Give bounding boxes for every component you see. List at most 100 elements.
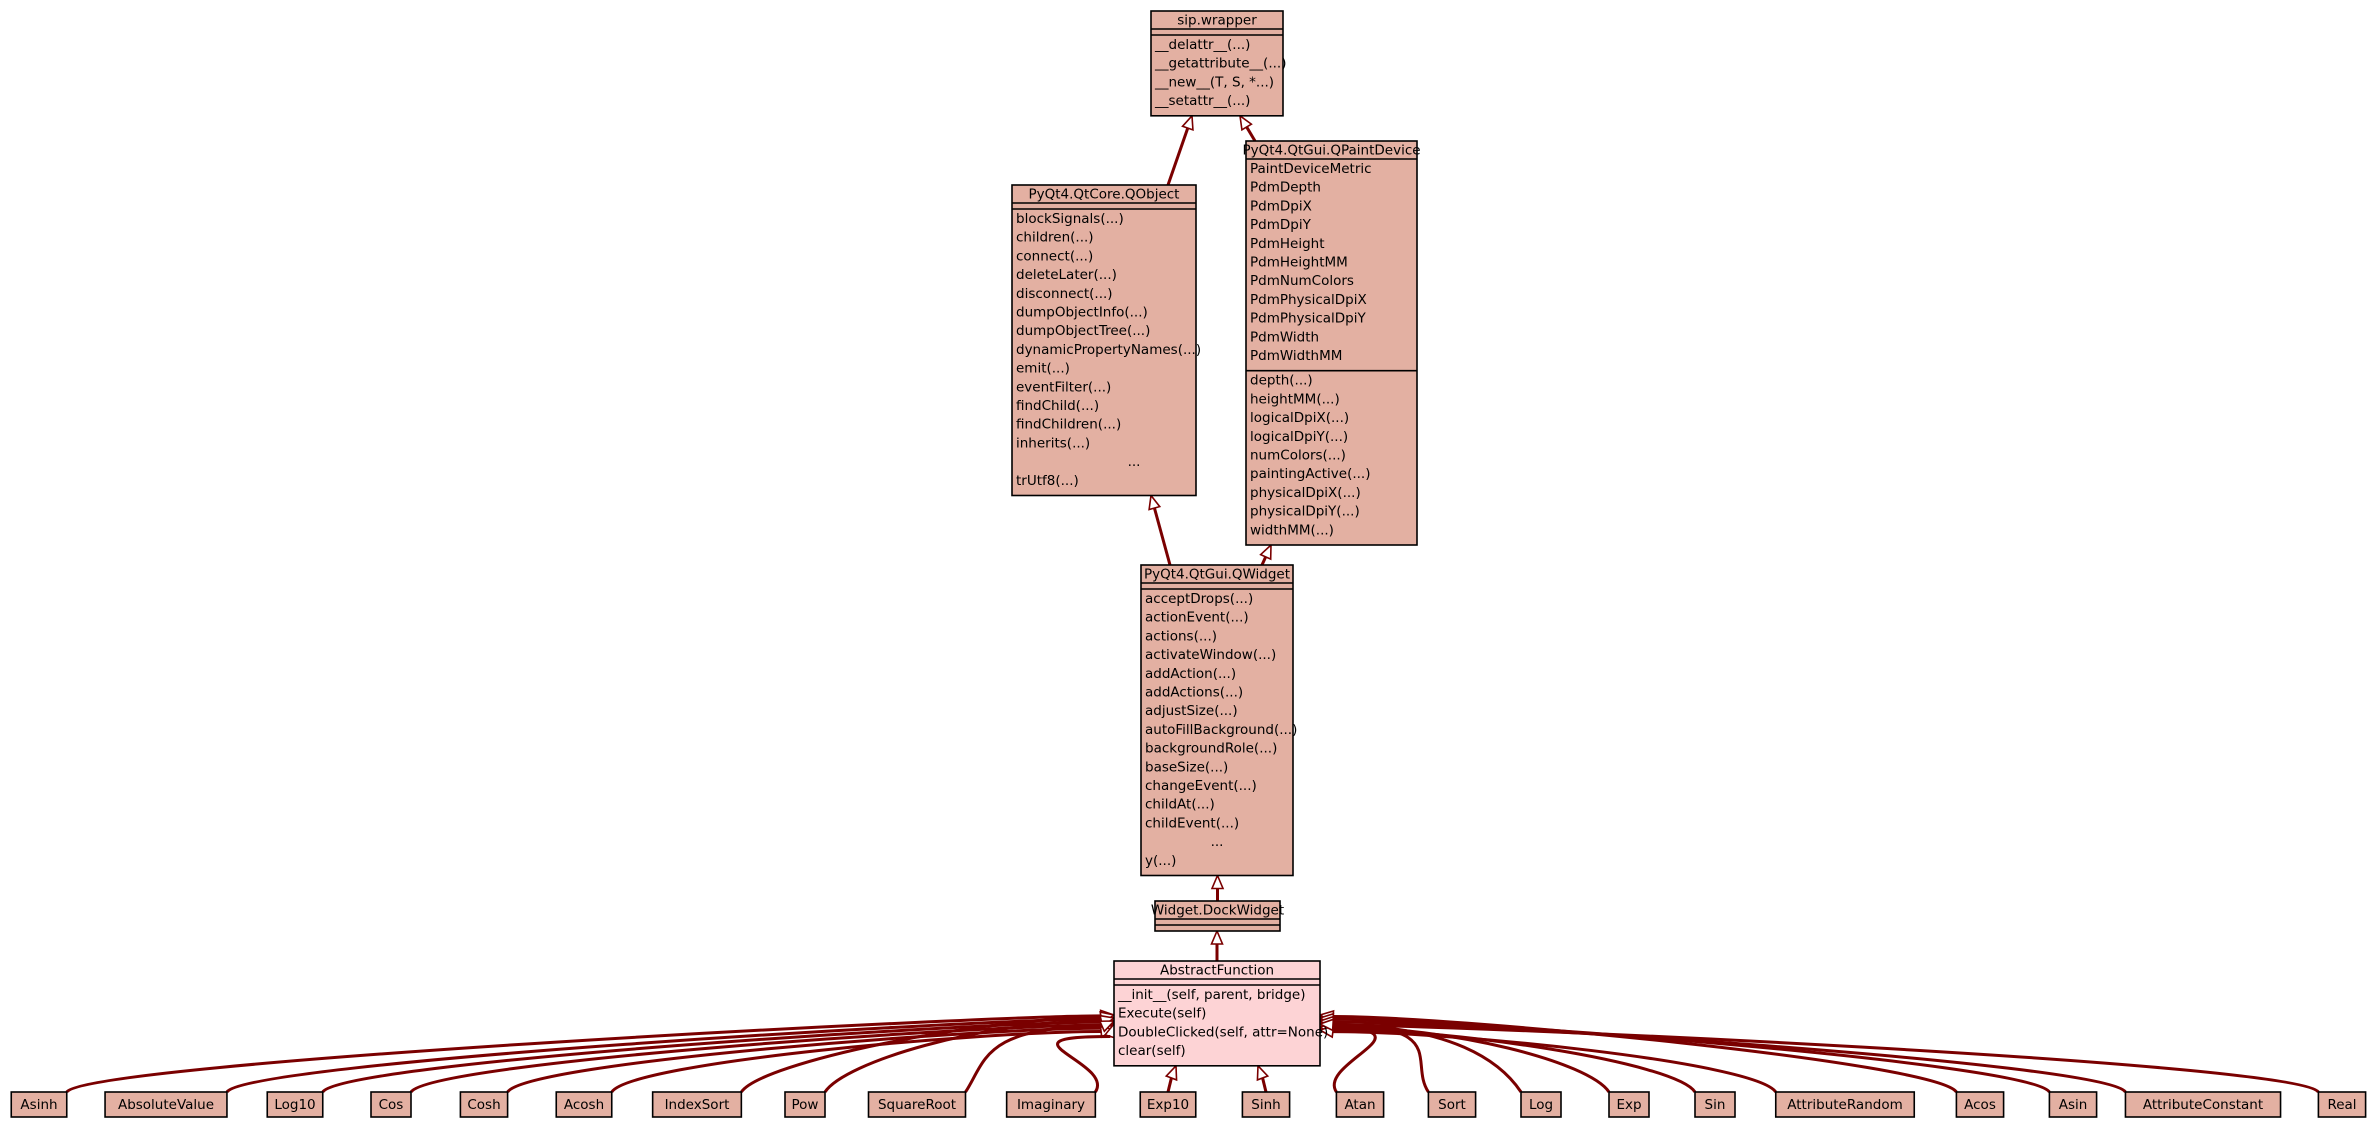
class-name: sip.wrapper <box>1177 13 1257 29</box>
class-method: actionEvent(...) <box>1145 610 1249 626</box>
class-method: addAction(...) <box>1145 666 1236 682</box>
subclass-name: Exp10 <box>1147 1097 1189 1113</box>
class-attribute: PdmWidthMM <box>1250 348 1342 364</box>
class-method: dynamicPropertyNames(...) <box>1016 342 1201 358</box>
class-method: __delattr__(...) <box>1154 37 1250 53</box>
class-attribute: PdmPhysicalDpiY <box>1250 311 1366 327</box>
subclass-box-cosh: Cosh <box>459 1091 509 1118</box>
inheritance-arrowhead <box>1210 928 1224 945</box>
subclass-box-squareroot: SquareRoot <box>867 1091 967 1118</box>
subclass-box-real: Real <box>2317 1091 2367 1118</box>
class-attribute: PdmWidth <box>1250 329 1319 345</box>
edge-qwidget-to-qobject <box>1148 493 1172 566</box>
class-box-dockwidget: Widget.DockWidget <box>1151 900 1284 932</box>
class-method: baseSize(...) <box>1145 759 1228 775</box>
subclass-box-log10: Log10 <box>266 1091 324 1118</box>
ellipsis: ... <box>1211 834 1224 850</box>
class-attribute: PdmPhysicalDpiX <box>1250 292 1367 308</box>
class-method: __new__(T, S, *...) <box>1154 74 1274 90</box>
subclass-box-exp: Exp <box>1608 1091 1650 1118</box>
class-name: PyQt4.QtGui.QPaintDevice <box>1242 143 1420 159</box>
class-method: addActions(...) <box>1145 685 1243 701</box>
edge-sinh-to-abstractfunction <box>1256 1063 1270 1093</box>
subclass-name: Exp <box>1616 1097 1641 1113</box>
class-method: physicalDpiX(...) <box>1250 485 1361 501</box>
class-method: eventFilter(...) <box>1016 379 1111 395</box>
subclass-name: Sinh <box>1251 1097 1280 1113</box>
subclass-box-attributerandom: AttributeRandom <box>1774 1091 1916 1118</box>
inheritance-arrowhead <box>1148 493 1162 511</box>
subclass-box-atan: Atan <box>1335 1091 1385 1118</box>
edge-qobject-to-sip-wrapper <box>1166 113 1194 186</box>
subclass-name: Log <box>1529 1097 1553 1113</box>
class-method: physicalDpiY(...) <box>1250 504 1360 520</box>
class-method: changeEvent(...) <box>1145 778 1257 794</box>
class-method: __init__(self, parent, bridge) <box>1117 987 1305 1003</box>
class-method: childEvent(...) <box>1145 815 1239 831</box>
class-method: DoubleClicked(self, attr=None) <box>1118 1024 1328 1040</box>
subclass-name: Log10 <box>274 1097 315 1113</box>
class-box-sip-wrapper: sip.wrapper__delattr__(...)__getattribut… <box>1150 10 1286 117</box>
subclass-name: Cos <box>379 1097 404 1113</box>
class-method: blockSignals(...) <box>1016 211 1124 227</box>
class-method: clear(self) <box>1118 1043 1186 1059</box>
subclass-name: AttributeRandom <box>1787 1097 1903 1113</box>
subclass-name: Sort <box>1438 1097 1466 1113</box>
subclass-name: Real <box>2327 1097 2356 1113</box>
inheritance-arrowhead <box>1164 1063 1178 1082</box>
class-name: AbstractFunction <box>1160 963 1274 979</box>
class-name: Widget.DockWidget <box>1151 903 1284 919</box>
class-method: dumpObjectInfo(...) <box>1016 305 1148 321</box>
class-method: Execute(self) <box>1118 1006 1206 1022</box>
class-method: widthMM(...) <box>1250 522 1334 538</box>
subclass-box-asin: Asin <box>2048 1091 2098 1118</box>
class-attribute: PdmNumColors <box>1250 273 1354 289</box>
edge-qwidget-to-qpaintdevice <box>1259 543 1272 566</box>
inheritance-arrowhead <box>1256 1063 1270 1082</box>
edge-squareroot-to-abstractfunction <box>964 1020 1116 1093</box>
class-method: paintingActive(...) <box>1250 466 1371 482</box>
subclass-name: AbsoluteValue <box>118 1097 214 1113</box>
class-method: connect(...) <box>1016 248 1093 264</box>
edge-qpaintdevice-to-sip-wrapper <box>1238 114 1257 142</box>
class-method: adjustSize(...) <box>1145 703 1238 719</box>
subclass-box-acos: Acos <box>1955 1091 2005 1118</box>
class-name: PyQt4.QtGui.QWidget <box>1144 567 1290 583</box>
class-attribute: PaintDeviceMetric <box>1250 161 1372 177</box>
subclass-name: Atan <box>1344 1097 1375 1113</box>
class-method: dumpObjectTree(...) <box>1016 323 1150 339</box>
class-method: actions(...) <box>1145 628 1217 644</box>
ellipsis: ... <box>1128 454 1141 470</box>
subclass-box-pow: Pow <box>784 1091 826 1118</box>
class-method: logicalDpiY(...) <box>1250 429 1348 445</box>
class-box-qobject: PyQt4.QtCore.QObjectblockSignals(...)chi… <box>1011 184 1201 497</box>
subclass-name: SquareRoot <box>878 1097 956 1113</box>
class-method: heightMM(...) <box>1250 391 1340 407</box>
class-method: inherits(...) <box>1016 435 1090 451</box>
subclass-name: Sin <box>1705 1097 1726 1113</box>
class-method: children(...) <box>1016 230 1094 246</box>
class-method: __setattr__(...) <box>1154 93 1250 109</box>
class-method: emit(...) <box>1016 361 1070 377</box>
class-method: findChildren(...) <box>1016 417 1121 433</box>
class-box-abstractfunction: AbstractFunction __init__(self, parent, b… <box>1113 960 1328 1067</box>
class-box-qwidget: PyQt4.QtGui.QWidgetacceptDrops(...)actio… <box>1140 564 1297 877</box>
class-method: childAt(...) <box>1145 797 1215 813</box>
inheritance-arrowhead <box>1181 113 1194 132</box>
subclass-name: Pow <box>792 1097 819 1113</box>
subclass-name: AttributeConstant <box>2143 1097 2263 1113</box>
class-attribute: PdmDepth <box>1250 180 1321 196</box>
subclass-box-sin: Sin <box>1694 1091 1736 1118</box>
class-method: activateWindow(...) <box>1145 647 1276 663</box>
subclass-box-imaginary: Imaginary <box>1005 1091 1097 1118</box>
inheritance-arrowhead <box>1210 873 1225 890</box>
subclass-box-absolutevalue: AbsoluteValue <box>104 1091 228 1118</box>
edge-exp10-to-abstractfunction <box>1164 1063 1178 1093</box>
subclass-box-asinh: Asinh <box>10 1091 68 1118</box>
subclass-name: Asinh <box>20 1097 57 1113</box>
subclass-name: IndexSort <box>665 1097 730 1113</box>
subclass-name: Acos <box>1964 1097 1996 1113</box>
subclass-box-exp10: Exp10 <box>1139 1091 1197 1118</box>
subclass-name: Cosh <box>467 1097 500 1113</box>
